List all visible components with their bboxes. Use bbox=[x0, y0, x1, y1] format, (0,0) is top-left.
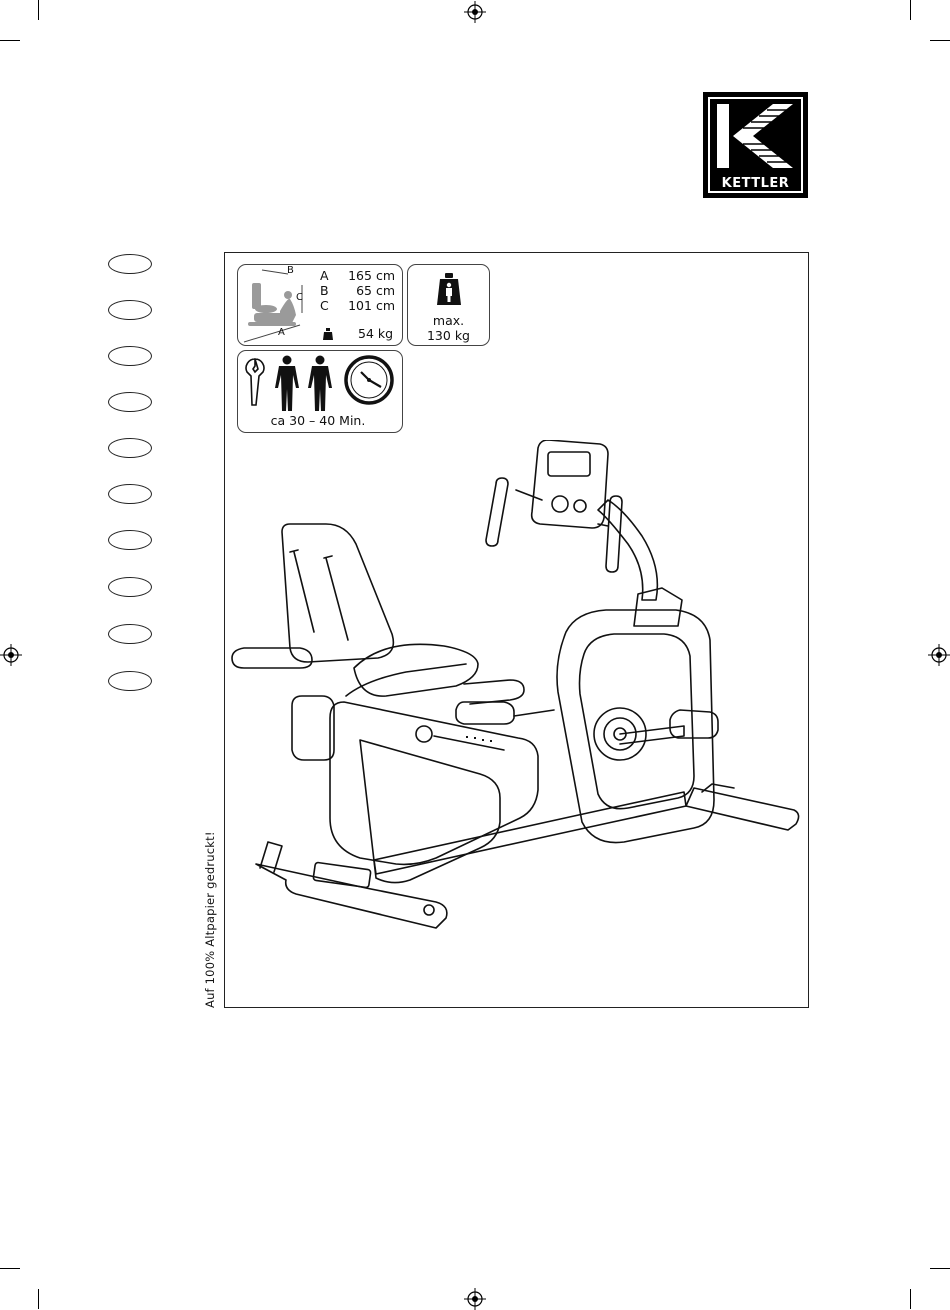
crop-mark bbox=[0, 1268, 20, 1269]
language-marker bbox=[108, 254, 152, 274]
diagram-label-b: B bbox=[287, 265, 294, 276]
recumbent-bike-illustration bbox=[224, 440, 809, 940]
crop-mark bbox=[910, 0, 911, 20]
max-load-label: max. bbox=[408, 313, 489, 328]
registration-mark-icon bbox=[928, 644, 950, 666]
person-icon bbox=[274, 355, 300, 413]
crop-mark bbox=[38, 0, 39, 20]
language-marker bbox=[108, 577, 152, 597]
assembly-time: ca 30 – 40 Min. bbox=[238, 413, 398, 428]
weight-icon bbox=[323, 328, 333, 340]
registration-mark-icon bbox=[0, 644, 22, 666]
brand-name: KETTLER bbox=[703, 176, 808, 191]
language-marker bbox=[108, 624, 152, 644]
registration-mark-icon bbox=[464, 1288, 486, 1310]
person-icon bbox=[307, 355, 333, 413]
language-marker bbox=[108, 484, 152, 504]
language-marker bbox=[108, 346, 152, 366]
product-weight: 54 kg bbox=[358, 326, 393, 341]
crop-mark bbox=[930, 1268, 950, 1269]
crop-mark bbox=[910, 1289, 911, 1309]
dimensions-box: B C A A 165 cm B 65 cm C 101 cm 54 kg bbox=[237, 264, 403, 346]
crop-mark bbox=[0, 40, 20, 41]
clock-icon bbox=[344, 355, 394, 405]
dimension-list: A 165 cm B 65 cm C 101 cm bbox=[320, 268, 395, 318]
language-marker bbox=[108, 392, 152, 412]
recycled-paper-note: Auf 100% Altpapier gedruckt! bbox=[203, 831, 217, 1008]
max-load-box: max. 130 kg bbox=[407, 264, 490, 346]
brand-logo: KETTLER bbox=[703, 92, 808, 198]
language-marker bbox=[108, 671, 152, 691]
registration-mark-icon bbox=[464, 1, 486, 23]
language-marker bbox=[108, 300, 152, 320]
diagram-label-a: A bbox=[278, 327, 285, 338]
diagram-label-c: C bbox=[296, 292, 303, 303]
crop-mark bbox=[38, 1289, 39, 1309]
language-marker bbox=[108, 530, 152, 550]
language-marker bbox=[108, 438, 152, 458]
assembly-box: ca 30 – 40 Min. bbox=[237, 350, 403, 433]
wrench-icon bbox=[241, 357, 269, 407]
max-user-weight-icon bbox=[437, 273, 461, 305]
crop-mark bbox=[930, 40, 950, 41]
max-load-value: 130 kg bbox=[408, 328, 489, 343]
